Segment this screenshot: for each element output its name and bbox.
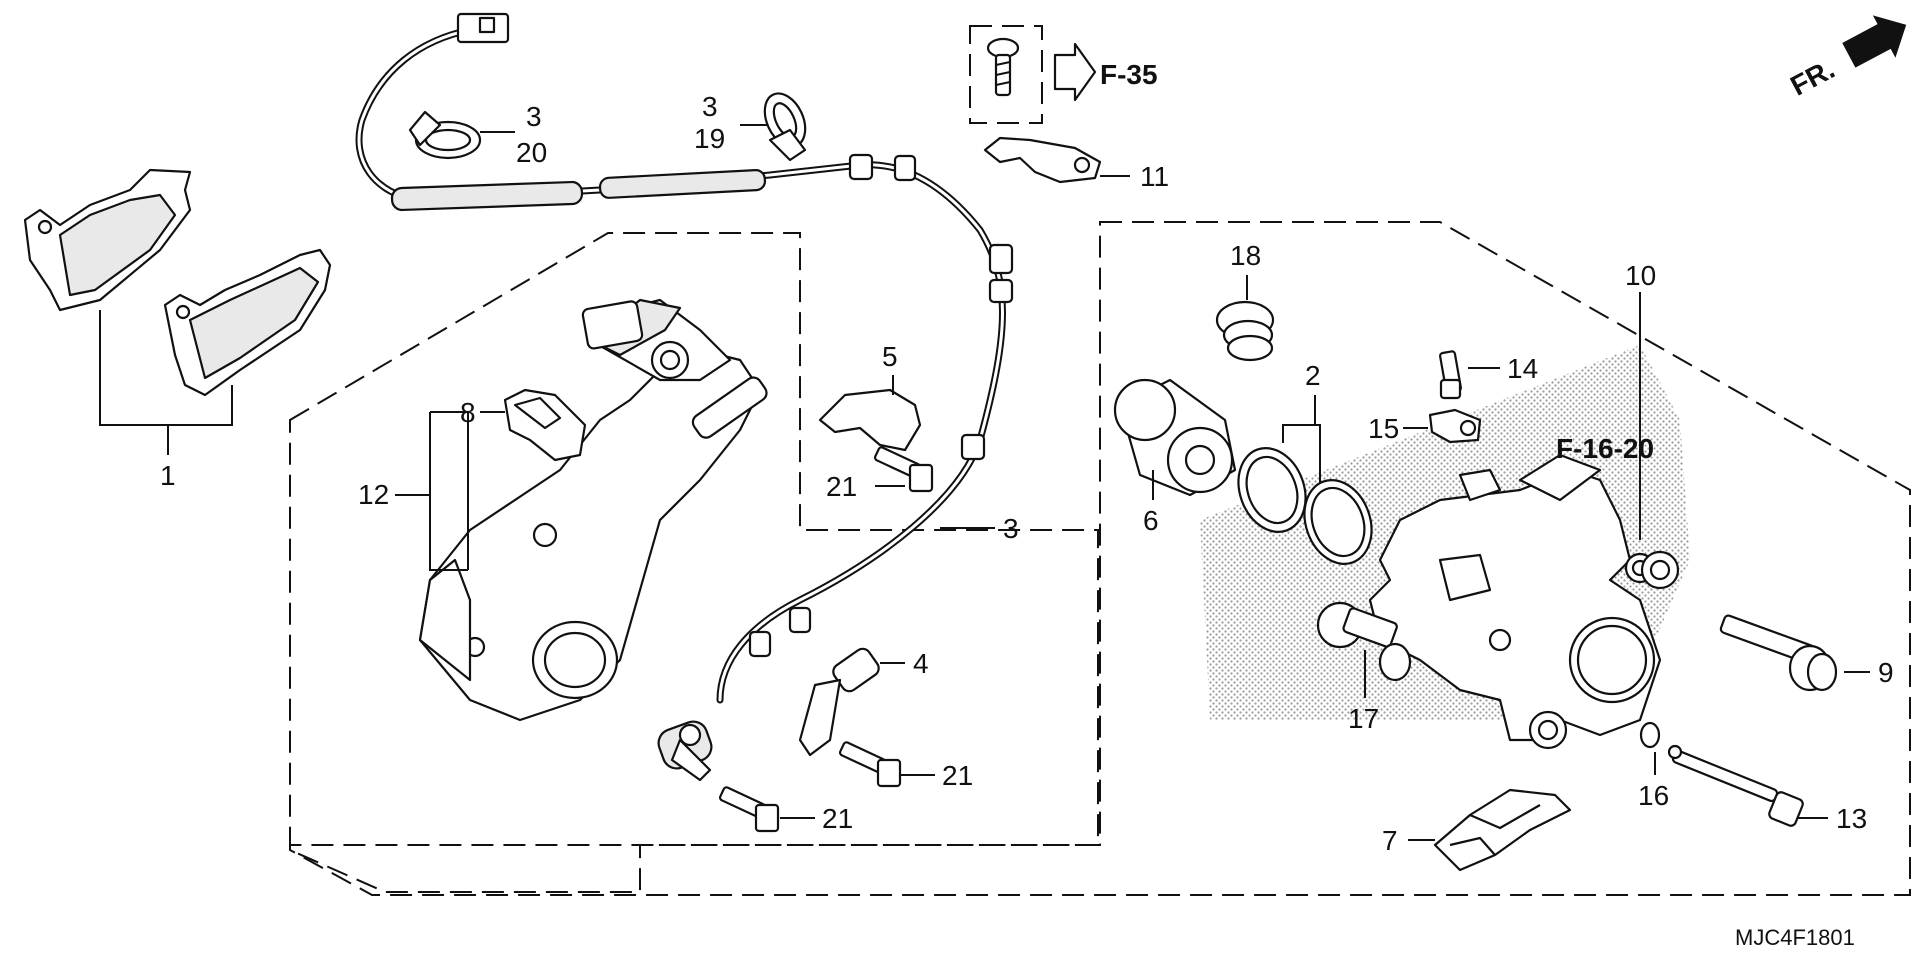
screw-f35[interactable]	[986, 37, 1020, 97]
piston-seals-2[interactable]	[1227, 439, 1383, 574]
wire-clamp-20[interactable]	[408, 110, 482, 160]
part-label-4: 4	[913, 648, 929, 679]
pad-retainer-8[interactable]	[503, 388, 587, 462]
caliper-bracket[interactable]	[418, 298, 770, 722]
part-label-19: 19	[694, 123, 725, 154]
bleeder-cap-15[interactable]	[1428, 408, 1482, 444]
part-label-3-top-left: 3	[526, 101, 542, 132]
pad-spring-7[interactable]	[1433, 788, 1572, 872]
caliper-piston-6[interactable]	[1113, 378, 1237, 497]
sensor-bracket-5[interactable]	[818, 388, 922, 452]
part-label-3-top-mid: 3	[702, 91, 718, 122]
part-label-13: 13	[1836, 803, 1867, 834]
bolt-21-lower[interactable]	[718, 786, 780, 833]
brake-pad-rear[interactable]	[163, 248, 332, 397]
part-label-7: 7	[1382, 825, 1398, 856]
part-label-6: 6	[1143, 505, 1159, 536]
bracket-group-outline	[289, 232, 1099, 893]
part-label-3-wire: 3	[1003, 513, 1019, 544]
part-label-21-upper: 21	[826, 471, 857, 502]
speed-sensor-4[interactable]	[655, 646, 882, 782]
dust-boot-18[interactable]	[1215, 300, 1275, 362]
diagram-code: MJC4F1801	[1735, 925, 1855, 950]
reference-f35[interactable]: F-35	[1100, 59, 1158, 90]
sensor-bracket-11[interactable]	[983, 136, 1102, 184]
part-label-10: 10	[1625, 260, 1656, 291]
pad-pin-13[interactable]	[1667, 744, 1804, 827]
front-arrow-icon	[1842, 15, 1907, 68]
part-label-11: 11	[1140, 161, 1169, 192]
front-direction-indicator: FR.	[1785, 15, 1907, 102]
part-label-15: 15	[1368, 413, 1399, 444]
part-label-9: 9	[1878, 657, 1894, 688]
brake-pad-front[interactable]	[23, 168, 192, 312]
part-label-14: 14	[1507, 353, 1538, 384]
part-label-20: 20	[516, 137, 547, 168]
bleeder-valve-14[interactable]	[1439, 350, 1462, 400]
part-label-18: 18	[1230, 240, 1261, 271]
bolt-21-upper[interactable]	[873, 446, 934, 493]
part-label-1: 1	[160, 460, 176, 491]
screw-box-outline	[969, 25, 1043, 124]
part-label-21-middle: 21	[942, 760, 973, 791]
part-label-21-lower: 21	[822, 803, 853, 834]
part-label-5: 5	[882, 341, 898, 372]
part-label-2: 2	[1305, 360, 1321, 391]
part-label-16: 16	[1638, 780, 1669, 811]
slide-pin-17[interactable]	[1316, 601, 1412, 682]
washer-16[interactable]	[1639, 721, 1661, 749]
bolt-21-middle[interactable]	[838, 741, 902, 788]
part-label-12: 12	[358, 479, 389, 510]
front-label: FR.	[1785, 53, 1839, 102]
pin-bolt-9[interactable]	[1719, 614, 1838, 692]
part-label-17: 17	[1348, 703, 1379, 734]
f35-arrow-icon	[1053, 42, 1097, 102]
wire-clamp-19[interactable]	[757, 87, 813, 162]
reference-f1620[interactable]: F-16-20	[1556, 433, 1654, 464]
caliper-body[interactable]	[1368, 453, 1680, 750]
caliper-group-outline	[289, 221, 1911, 896]
part-label-8: 8	[460, 397, 476, 428]
